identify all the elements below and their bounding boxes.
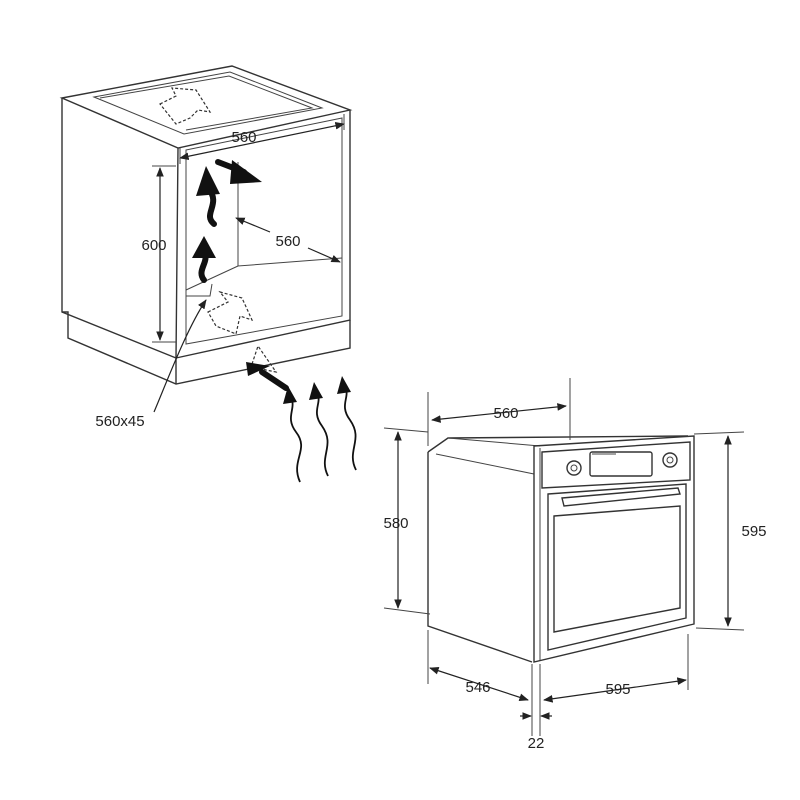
hob-cutout (92, 71, 324, 135)
oven-door-handle (561, 487, 681, 507)
cabinet-left-side (61, 98, 179, 360)
airflow-inner-dashed-arrow (207, 290, 254, 335)
oven-knob-right (662, 452, 678, 468)
oven-door (547, 483, 687, 651)
oven-niche-height-label: 580 (383, 515, 408, 532)
oven-door-window (553, 505, 681, 633)
airflow-intake-arrow (259, 369, 289, 391)
oven-front-height-label: 595 (741, 523, 766, 540)
oven-knob-left (566, 460, 582, 476)
intake-wave-1 (289, 395, 302, 483)
cabinet-drawing (59, 65, 357, 483)
oven-depth-label: 546 (465, 679, 490, 696)
airflow-top-dashed-arrow (159, 87, 212, 125)
oven-front-panel (533, 435, 695, 663)
oven-body-side (427, 452, 533, 663)
oven-niche-width-label: 560 (493, 405, 518, 422)
oven-front-width-label: 595 (605, 681, 630, 698)
cabinet-plinth (62, 311, 351, 385)
cabinet-height-label: 600 (141, 237, 166, 254)
oven-display (589, 451, 653, 477)
intake-wave-2 (315, 391, 329, 477)
oven-control-panel (541, 441, 691, 489)
oven-drawing (383, 378, 745, 736)
cabinet-depth-label: 560 (275, 233, 300, 250)
cabinet-top (59, 65, 353, 149)
oven-front-panel-label: 22 (528, 735, 545, 752)
intake-wave-3 (343, 385, 357, 471)
vent-size-label: 560x45 (95, 413, 144, 430)
cabinet-width-label: 560 (231, 129, 256, 146)
